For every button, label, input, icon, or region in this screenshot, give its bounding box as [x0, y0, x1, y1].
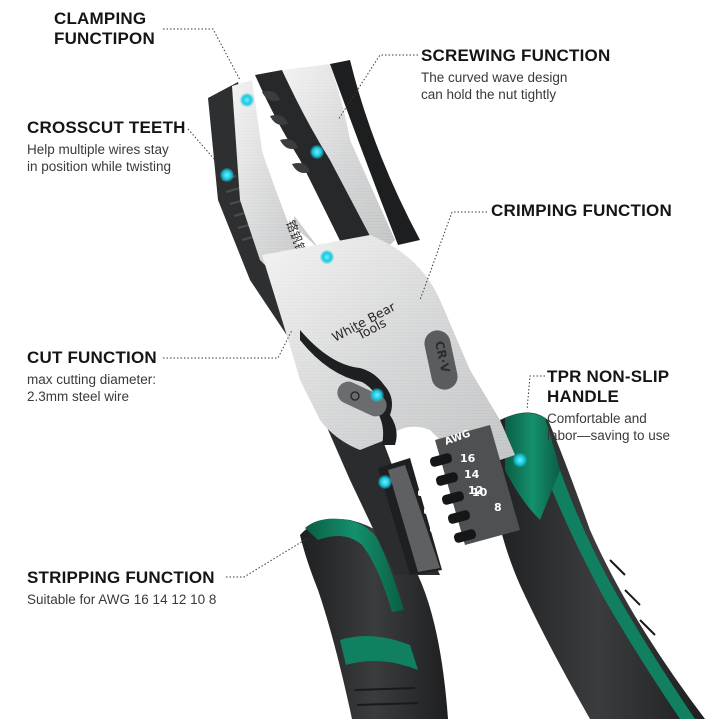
leader-crimping	[419, 211, 487, 301]
desc-line: labor—saving to use	[547, 428, 671, 443]
desc-line: 2.3mm steel wire	[27, 389, 130, 404]
awg-size: 8	[494, 501, 502, 514]
callout-desc: Help multiple wires stay in position whi…	[27, 141, 186, 175]
leader-crosscut	[187, 128, 216, 161]
leader-cut	[163, 329, 293, 359]
dot-cut	[370, 388, 384, 402]
dot-crosscut	[220, 168, 234, 182]
desc-line: can hold the nut tightly	[421, 87, 557, 102]
callout-title: CROSSCUT TEETH	[27, 118, 186, 137]
logo-badge	[337, 381, 387, 417]
dot-screwing	[310, 145, 324, 159]
callout-desc: Suitable for AWG 16 14 12 10 8	[27, 592, 217, 607]
dot-clamping	[240, 93, 254, 107]
awg-size: 14	[464, 468, 480, 481]
callout-title: STRIPPING FUNCTION	[27, 568, 215, 587]
desc-line: Comfortable and	[547, 411, 647, 426]
awg-size: 12	[468, 484, 483, 497]
callout-title: FUNCTIPON	[54, 29, 155, 48]
leader-clamping	[163, 28, 241, 81]
right-handle	[490, 412, 705, 719]
callout-tpr-handle: TPR NON-SLIP HANDLE Comfortable and labo…	[547, 367, 670, 444]
callout-screwing: SCREWING FUNCTION The curved wave design…	[421, 46, 610, 103]
callout-title: HANDLE	[547, 387, 620, 406]
callout-cut: CUT FUNCTION max cutting diameter: 2.3mm…	[27, 348, 157, 405]
callout-title: CUT FUNCTION	[27, 348, 157, 367]
leader-lines	[163, 28, 545, 578]
leader-tpr	[526, 375, 545, 411]
desc-line: The curved wave design	[421, 70, 568, 85]
pivot-plate: White Bear Tools CR·V	[262, 235, 515, 470]
crimper-block: AWG 16 14 12 10 8	[429, 425, 520, 545]
callout-desc: Comfortable and labor—saving to use	[547, 410, 670, 444]
callout-title: CLAMPING	[54, 9, 147, 28]
callout-title: SCREWING FUNCTION	[421, 46, 611, 65]
crv-badge	[424, 330, 458, 390]
awg-size: 10	[472, 486, 488, 499]
desc-line: in position while twisting	[27, 159, 172, 174]
desc-line: max cutting diameter:	[27, 372, 157, 387]
callout-crimping: CRIMPING FUNCTION	[491, 201, 672, 221]
jaw-right: CR-V 铬钒钢	[255, 60, 420, 265]
indicator-dots	[220, 93, 527, 489]
callout-crosscut: CROSSCUT TEETH Help multiple wires stay …	[27, 118, 186, 175]
dot-crimping	[320, 250, 334, 264]
dot-tpr	[513, 453, 527, 467]
callout-desc: max cutting diameter: 2.3mm steel wire	[27, 371, 157, 405]
callout-desc: The curved wave design can hold the nut …	[421, 69, 610, 103]
callout-clamping: CLAMPING FUNCTIPON	[54, 9, 155, 49]
leader-stripping	[226, 537, 309, 578]
desc-line: Help multiple wires stay	[27, 142, 169, 157]
callout-title: CRIMPING FUNCTION	[491, 201, 672, 220]
stripper-block	[378, 458, 444, 575]
crv-badge-text: CR·V	[432, 340, 452, 375]
callout-stripping: STRIPPING FUNCTION Suitable for AWG 16 1…	[27, 568, 216, 608]
dot-stripping	[378, 475, 392, 489]
awg-size: 16	[460, 452, 476, 465]
callout-title: TPR NON-SLIP	[547, 367, 670, 386]
